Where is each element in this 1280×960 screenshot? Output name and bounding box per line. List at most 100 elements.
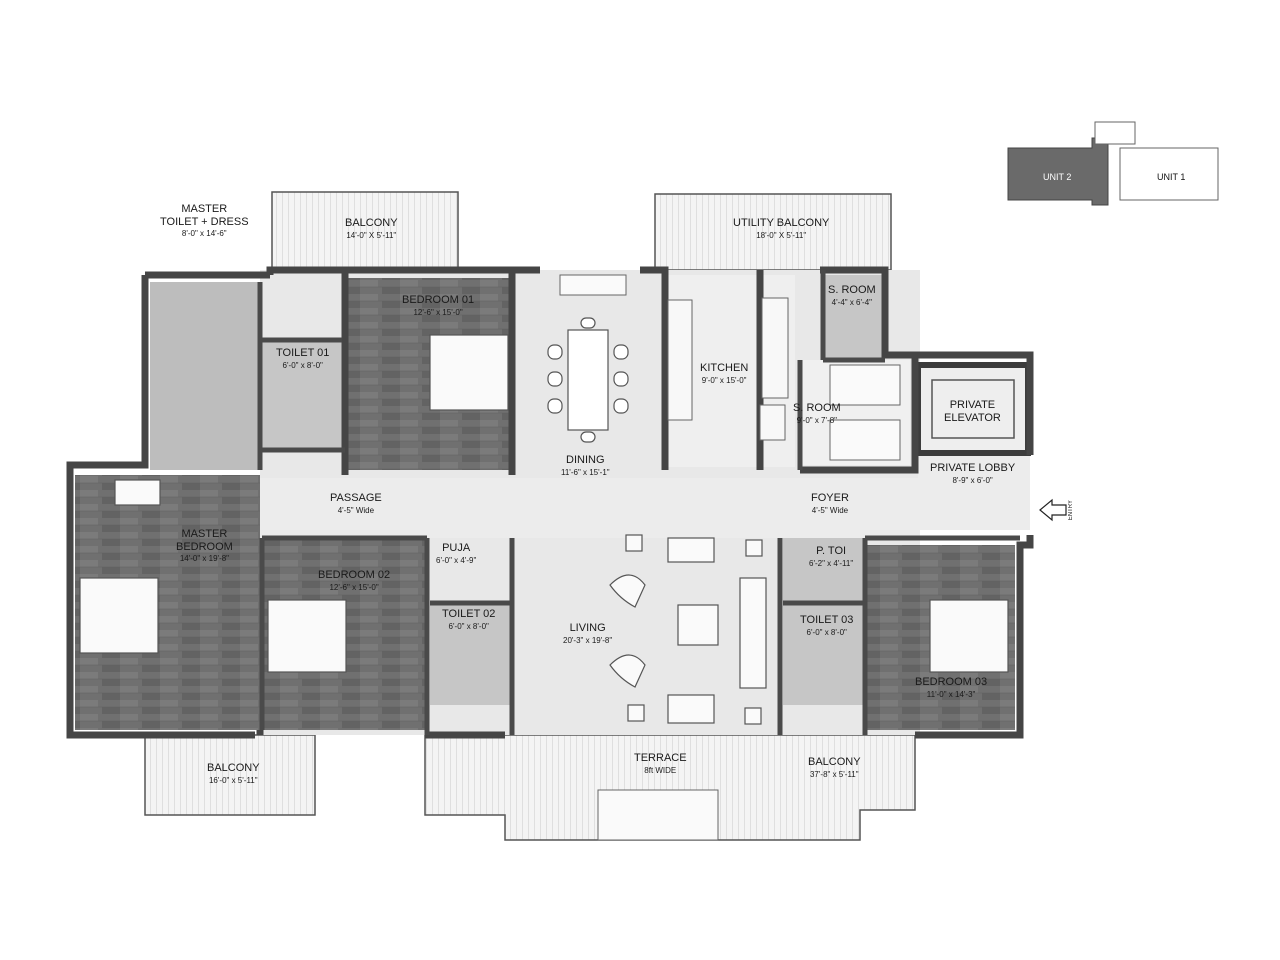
toilet-03-dims: 6'-0" x 8'-0"	[806, 627, 847, 637]
master-bedroom-name-1: MASTER	[181, 528, 228, 540]
servant-beds	[829, 364, 901, 461]
bedroom-03-dims: 11'-0" x 14'-3"	[926, 689, 976, 699]
keyplan-unit1-label: UNIT 1	[1157, 172, 1186, 182]
bedroom-03-label: BEDROOM 03 11'-0" x 14'-3"	[915, 676, 987, 699]
utility-balcony-floor	[654, 193, 892, 271]
partitions	[257, 270, 1020, 735]
p-toi-floor	[783, 538, 865, 603]
balcony-top-dims: 14'-0" X 5'-11"	[346, 230, 397, 240]
master-bedroom-dims: 14'-0" x 19'-8"	[179, 554, 230, 564]
master-bedroom-label: MASTER BEDROOM 14'-0" x 19'-8"	[176, 528, 233, 563]
private-elevator-name-2: ELEVATOR	[944, 411, 1001, 424]
p-toi-dims: 6'-2" x 4'-11"	[809, 558, 854, 568]
s-room-name: S. ROOM	[793, 402, 841, 414]
living-label: LIVING 20'-3" x 19'-8"	[563, 622, 612, 645]
dining-window	[559, 274, 627, 296]
living-furniture	[609, 534, 767, 725]
master-toilet-label: MASTER TOILET + DRESS 8'-0" x 14'-6"	[160, 203, 249, 238]
living-name: LIVING	[569, 622, 606, 634]
balcony-top-label: BALCONY 14'-0" X 5'-11"	[345, 217, 398, 240]
private-lobby-name: PRIVATE LOBBY	[930, 462, 1016, 474]
private-elevator-name-1: PRIVATE	[949, 399, 996, 411]
bedroom-02-label: BEDROOM 02 12'-6" x 15'-0"	[318, 569, 390, 592]
toilet-02-label: TOILET 02 6'-0" x 8'-0"	[442, 608, 495, 631]
utility-balcony-name: UTILITY BALCONY	[733, 217, 830, 229]
private-elevator-label: PRIVATE ELEVATOR	[944, 399, 1001, 424]
balcony-right-name: BALCONY	[808, 756, 861, 768]
toilet-03-label: TOILET 03 6'-0" x 8'-0"	[800, 614, 853, 637]
bedroom-03-name: BEDROOM 03	[915, 676, 988, 688]
bedroom-02-dims: 12'-6" x 15'-0"	[329, 582, 379, 592]
terrace-floor	[424, 734, 916, 841]
bedroom-01-name: BEDROOM 01	[402, 294, 475, 306]
passage-dims: 4'-5" Wide	[337, 505, 375, 515]
balcony-right-label: BALCONY 37'-8" x 5'-11"	[808, 756, 861, 779]
dining-name: DINING	[566, 454, 605, 466]
s-room-small-name: S. ROOM	[828, 284, 876, 296]
keyplan-unit2	[1007, 137, 1109, 206]
passage-label: PASSAGE 4'-5" Wide	[330, 492, 382, 515]
balcony-left-name: BALCONY	[207, 762, 260, 774]
entry-arrow	[1039, 498, 1067, 522]
kitchen-counters	[667, 297, 789, 441]
dining-label: DINING 11'-6" x 15'-1"	[561, 454, 610, 477]
beds	[79, 334, 1009, 673]
s-room-dims: 9'-0" x 7'-8"	[796, 415, 837, 425]
puja-label: PUJA 6'-0" x 4'-9"	[436, 542, 476, 565]
private-lobby-floor	[918, 455, 1030, 530]
toilet-02-dims: 6'-0" x 8'-0"	[448, 621, 489, 631]
toilet-01-label: TOILET 01 6'-0" x 8'-0"	[276, 347, 329, 370]
master-toilet-name-1: MASTER	[181, 203, 228, 215]
master-bedroom-name-2: BEDROOM	[176, 540, 233, 553]
master-toilet-dims: 8'-0" x 14'-6"	[181, 229, 227, 239]
balcony-top-name: BALCONY	[345, 217, 398, 229]
keyplan-unit2-label: UNIT 2	[1043, 172, 1072, 182]
foyer-name: FOYER	[811, 492, 849, 504]
s-room-small-floor	[823, 275, 885, 360]
bedroom-01-label: BEDROOM 01 12'-6" x 15'-0"	[402, 294, 474, 317]
balcony-top-floor	[271, 191, 459, 271]
puja-name: PUJA	[442, 542, 471, 554]
toilet-02-name: TOILET 02	[442, 608, 496, 620]
toilet-03-name: TOILET 03	[800, 614, 854, 626]
master-toilet-name-2: TOILET + DRESS	[160, 215, 249, 228]
toilet-01-floor	[262, 340, 342, 450]
bedroom-02-name: BEDROOM 02	[318, 569, 391, 581]
terrace-label: TERRACE 8ft WIDE	[634, 752, 687, 775]
utility-balcony-dims: 18'-0" X 5'-11"	[756, 230, 807, 240]
private-lobby-dims: 8'-9" x 6'-0"	[952, 475, 993, 485]
toilet-02-floor	[430, 605, 510, 705]
toilet-01-name: TOILET 01	[276, 347, 330, 359]
terrace-dims: 8ft WIDE	[644, 765, 677, 775]
kitchen-dims: 9'-0" x 15'-0"	[701, 375, 747, 385]
dining-table	[547, 317, 629, 443]
terrace-planter	[597, 789, 719, 841]
private-elevator-car	[931, 379, 1015, 439]
foyer-label: FOYER 4'-5" Wide	[811, 492, 849, 515]
p-toi-name: P. TOI	[816, 545, 847, 557]
key-plan	[1007, 121, 1219, 206]
living-dims: 20'-3" x 19'-8"	[563, 635, 613, 645]
utility-balcony-label: UTILITY BALCONY 18'-0" X 5'-11"	[733, 217, 829, 240]
bedroom-01-dims: 12'-6" x 15'-0"	[413, 307, 463, 317]
balcony-right-dims: 37'-8" x 5'-11"	[809, 769, 859, 779]
s-room-small-label: S. ROOM 4'-4" x 6'-4"	[828, 284, 876, 307]
master-toilet-floor	[150, 282, 260, 470]
s-room-label: S. ROOM 9'-0" x 7'-8"	[793, 402, 841, 425]
private-lobby-label: PRIVATE LOBBY 8'-9" x 6'-0"	[930, 462, 1015, 485]
balcony-left-label: BALCONY 16'-0" x 5'-11"	[207, 762, 260, 785]
toilet-03-floor	[783, 605, 865, 705]
entry-label: ENTRY	[1068, 500, 1074, 521]
balcony-left-dims: 16'-0" x 5'-11"	[208, 775, 258, 785]
p-toi-label: P. TOI 6'-2" x 4'-11"	[809, 545, 853, 568]
kitchen-label: KITCHEN 9'-0" x 15'-0"	[700, 362, 748, 385]
puja-dims: 6'-0" x 4'-9"	[436, 555, 477, 565]
foyer-dims: 4'-5" Wide	[811, 505, 849, 515]
passage-name: PASSAGE	[330, 492, 382, 504]
keyplan-unit1	[1119, 147, 1219, 201]
kitchen-name: KITCHEN	[700, 362, 749, 374]
terrace-name: TERRACE	[634, 752, 687, 764]
toilet-01-dims: 6'-0" x 8'-0"	[282, 360, 323, 370]
s-room-small-dims: 4'-4" x 6'-4"	[831, 297, 872, 307]
